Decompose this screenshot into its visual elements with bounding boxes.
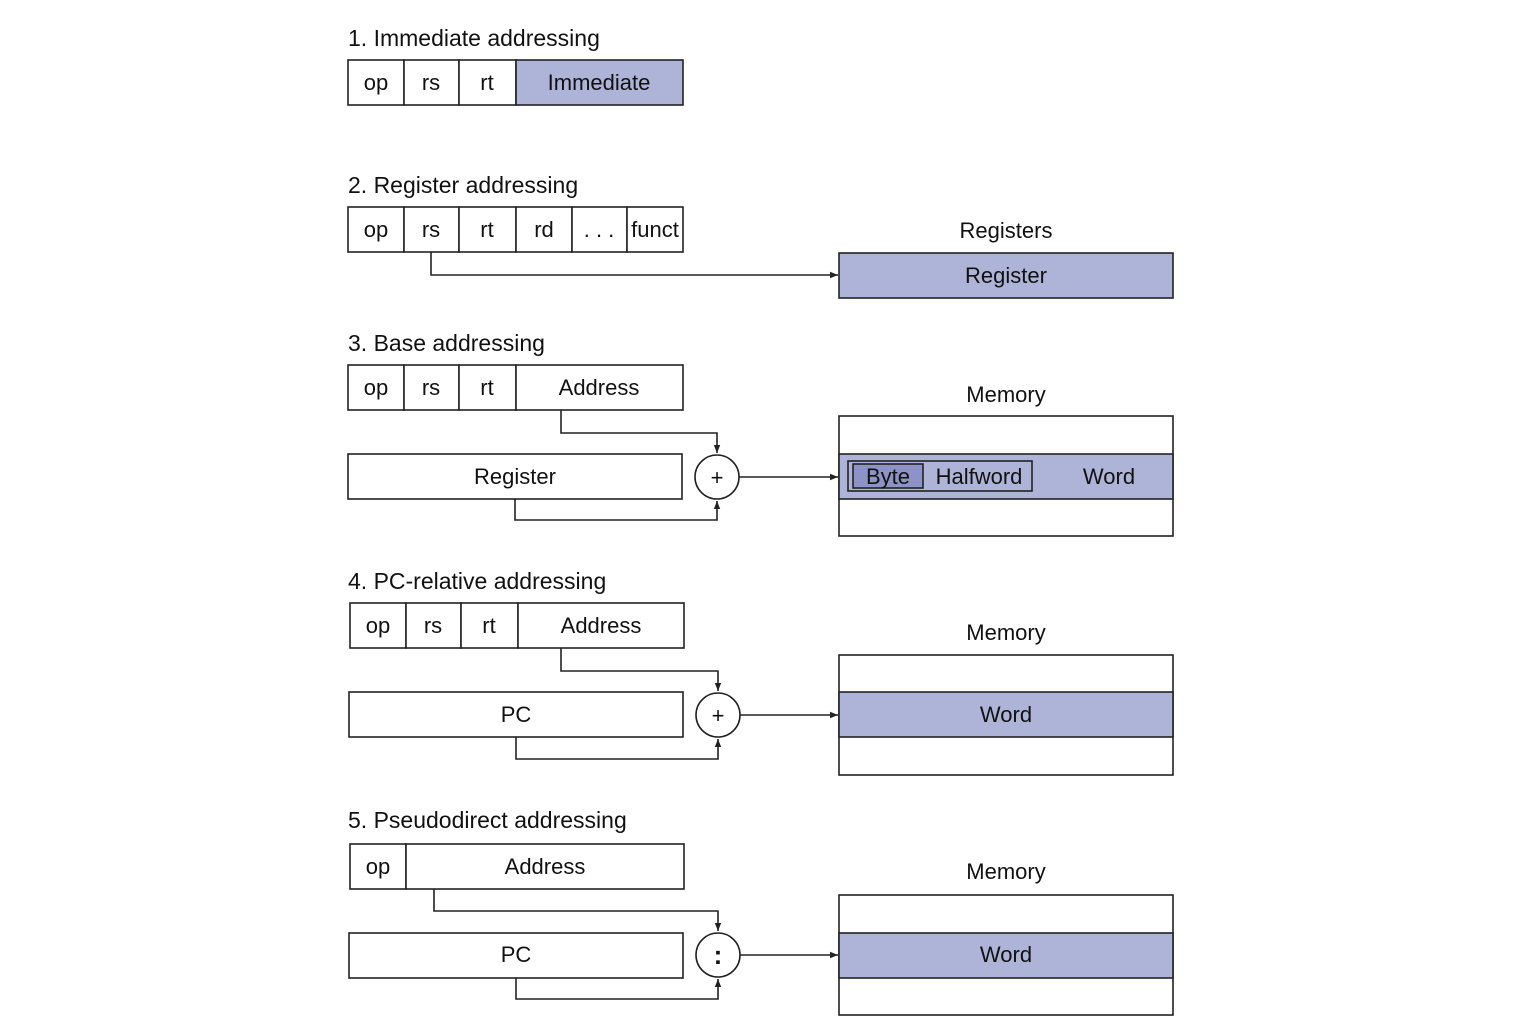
- field-rt: rt: [480, 217, 493, 242]
- pseudodirect-addressing-section: 5. Pseudodirect addressing op Address PC…: [348, 807, 1174, 1016]
- field-ellipsis: . . .: [584, 217, 615, 242]
- field-rs-box: [403, 59, 460, 106]
- pc-label: PC: [501, 942, 532, 967]
- base-addressing-heading: 3. Base addressing: [348, 330, 545, 356]
- field-ellipsis-box: [571, 206, 628, 253]
- field-address-box: [405, 843, 685, 890]
- byte-box: [852, 463, 924, 489]
- field-address-box: [517, 602, 685, 649]
- address-to-adder-arrow: [560, 648, 722, 691]
- memory-halfword-label: Halfword: [936, 464, 1023, 489]
- field-op-box: [347, 59, 405, 106]
- registers-title: Registers: [960, 218, 1053, 243]
- field-rs: rs: [422, 375, 440, 400]
- base-addressing-section: 3. Base addressing op rs rt Address Regi…: [347, 330, 1174, 537]
- field-immediate-box: [515, 59, 684, 106]
- memory-word-row: [838, 932, 1174, 979]
- field-op: op: [364, 375, 388, 400]
- pc-relative-addressing-heading: 4. PC-relative addressing: [348, 568, 606, 594]
- pc-to-adder-arrow: [515, 737, 722, 760]
- address-to-concat-arrow: [433, 889, 722, 931]
- memory-title: Memory: [966, 620, 1045, 645]
- instruction-format-register: op rs rt rd . . . funct: [347, 206, 684, 253]
- immediate-addressing-heading: 1. Immediate addressing: [348, 25, 600, 51]
- field-address-box: [515, 364, 684, 411]
- field-rd: rd: [534, 217, 554, 242]
- register-target-label: Register: [965, 263, 1047, 288]
- pc-label: PC: [501, 702, 532, 727]
- field-op: op: [364, 217, 388, 242]
- pseudodirect-addressing-heading: 5. Pseudodirect addressing: [348, 807, 627, 833]
- memory-block: Word: [838, 894, 1174, 1016]
- instruction-format-pc-relative: op rs rt Address: [349, 602, 685, 649]
- field-op: op: [366, 613, 390, 638]
- field-rt-box: [458, 206, 517, 253]
- field-op: op: [366, 854, 390, 879]
- halfword-box: [847, 460, 1033, 492]
- field-rs: rs: [422, 70, 440, 95]
- memory-block: Byte Halfword Word: [838, 415, 1174, 537]
- field-address: Address: [505, 854, 586, 879]
- field-rt-box: [458, 364, 517, 411]
- memory-word-label: Word: [980, 702, 1032, 727]
- adder-operator: +: [712, 703, 725, 728]
- memory-byte-label: Byte: [866, 464, 910, 489]
- field-op-box: [347, 364, 405, 411]
- pc-relative-addressing-section: 4. PC-relative addressing op rs rt Addre…: [348, 568, 1174, 776]
- field-rt-box: [458, 59, 517, 106]
- field-rs: rs: [424, 613, 442, 638]
- instruction-format-base: op rs rt Address: [347, 364, 684, 411]
- concatenation-operator: :: [714, 940, 723, 970]
- adder-operator: +: [711, 465, 724, 490]
- field-rs-box: [403, 206, 460, 253]
- field-address: Address: [561, 613, 642, 638]
- pc-box: [348, 691, 684, 738]
- memory-word-label: Word: [980, 942, 1032, 967]
- field-op-box: [349, 843, 407, 890]
- field-rd-box: [515, 206, 573, 253]
- field-funct-box: [626, 206, 684, 253]
- pc-to-concat-arrow: [515, 978, 722, 1000]
- field-rt: rt: [482, 613, 495, 638]
- register-target-box: [838, 252, 1174, 299]
- instruction-format-pseudodirect: op Address: [349, 843, 685, 890]
- memory-block: Word: [838, 654, 1174, 776]
- field-rs-box: [403, 364, 460, 411]
- field-rs: rs: [422, 217, 440, 242]
- rs-to-register-arrow: [430, 252, 838, 279]
- pc-box: [348, 932, 684, 979]
- field-immediate: Immediate: [548, 70, 651, 95]
- field-op-box: [349, 602, 407, 649]
- address-to-adder-arrow: [560, 410, 721, 453]
- field-rt: rt: [480, 70, 493, 95]
- base-register-box: [347, 453, 683, 500]
- instruction-format-immediate: op rs rt Immediate: [347, 59, 684, 106]
- memory-word-row: [838, 691, 1174, 738]
- immediate-addressing-section: 1. Immediate addressing op rs rt Immedia…: [347, 25, 684, 106]
- memory-word-label: Word: [1083, 464, 1135, 489]
- field-op: op: [364, 70, 388, 95]
- field-funct: funct: [631, 217, 679, 242]
- register-addressing-section: 2. Register addressing op rs rt rd . . .…: [347, 172, 1174, 299]
- memory-title: Memory: [966, 859, 1045, 884]
- register-to-adder-arrow: [514, 499, 721, 521]
- memory-title: Memory: [966, 382, 1045, 407]
- base-register-label: Register: [474, 464, 556, 489]
- field-op-box: [347, 206, 405, 253]
- register-addressing-heading: 2. Register addressing: [348, 172, 578, 198]
- field-rt-box: [460, 602, 519, 649]
- field-rt: rt: [480, 375, 493, 400]
- field-address: Address: [559, 375, 640, 400]
